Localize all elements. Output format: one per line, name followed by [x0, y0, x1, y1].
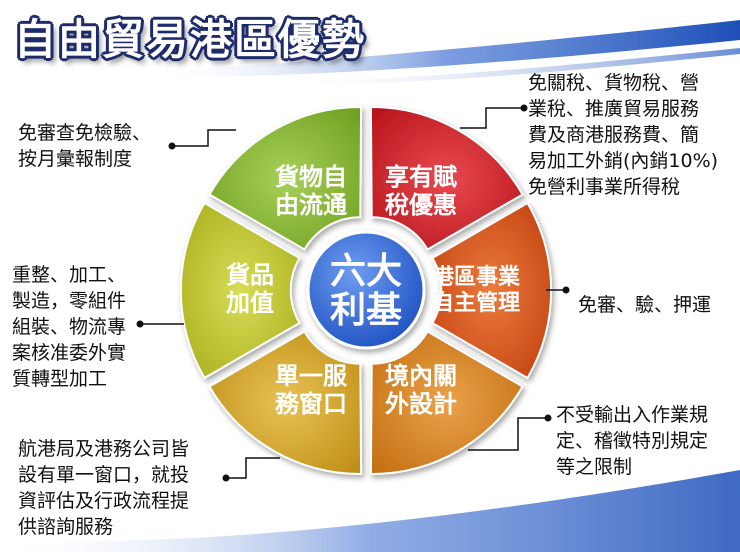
note-tax-line: 免營利事業所得稅	[528, 176, 681, 198]
connector-dot-tax	[520, 104, 528, 112]
segment-design-label-1: 境內關	[385, 362, 457, 390]
note-value-line: 組裝、物流專	[12, 316, 127, 338]
note-tax-line: 業稅、推廣貿易服務	[528, 98, 700, 120]
connector-dot-flow	[168, 142, 176, 150]
note-window-line: 資評估及行政流程提	[18, 490, 190, 512]
segment-window-label-1: 單一服	[275, 362, 348, 390]
center-label-1: 六大	[330, 251, 402, 292]
segment-window	[208, 330, 363, 476]
note-tax-line: 易加工外銷(內銷10%)	[528, 150, 719, 172]
note-mgmt: 免審、驗、押運	[578, 292, 711, 318]
note-value-line: 製造，零組件	[12, 290, 127, 312]
note-flow-line: 免審查免檢驗、	[18, 122, 152, 144]
connector-dot-window	[222, 474, 230, 482]
connector-dot-value	[136, 320, 144, 328]
note-tax-line: 費及商港服務費、簡	[528, 124, 700, 146]
note-flow: 免審查免檢驗、 按月彙報制度	[18, 120, 151, 172]
segment-tax-label-1: 享有賦	[385, 163, 457, 191]
segment-tax-label-2: 稅優惠	[385, 191, 457, 219]
connector-window	[226, 457, 280, 479]
note-tax: 免關稅、貨物稅、營 業稅、推廣貿易服務 費及商港服務費、簡 易加工外銷(內銷10…	[528, 70, 718, 200]
note-window-line: 供諮詢服務	[18, 516, 114, 538]
segment-tax	[369, 105, 524, 251]
connector-tax	[460, 107, 524, 129]
top-swoosh	[150, 20, 740, 78]
center-circle	[306, 230, 426, 350]
note-design-line: 不受輸出入作業規	[556, 404, 709, 426]
page-title: 自由貿易港區優勢	[14, 15, 367, 64]
segment-mgmt-label-1: 港區事業	[432, 264, 521, 290]
segment-value	[179, 201, 301, 380]
note-value: 重整、加工、 製造，零組件 組裝、物流專 案核准委外實 質轉型加工	[12, 262, 126, 392]
segment-design-label-2: 外設計	[385, 390, 457, 418]
note-design-line: 定、稽徵特別規定	[556, 430, 709, 452]
segment-design	[369, 330, 524, 476]
segment-window-label-2: 務窗口	[275, 390, 347, 418]
connector-design	[468, 417, 548, 451]
segment-mgmt	[431, 201, 553, 380]
segment-flow	[208, 105, 363, 251]
note-value-line: 質轉型加工	[12, 368, 108, 390]
connector-dot-design	[544, 414, 552, 422]
note-window: 航港局及港務公司皆 設有單一窗口，就投 資評估及行政流程提 供諮詢服務	[18, 436, 189, 540]
segment-flow-label-2: 由流通	[275, 191, 347, 219]
center-label-2: 利基	[330, 290, 402, 331]
segment-flow-label-1: 貨物自	[275, 163, 347, 191]
bottom-swoosh	[0, 470, 740, 552]
note-value-line: 重整、加工、	[12, 264, 127, 286]
segment-value-label-1: 貨品	[226, 261, 274, 289]
segment-mgmt-label-2: 自主管理	[432, 290, 520, 316]
note-mgmt-line: 免審、驗、押運	[578, 294, 712, 316]
note-value-line: 案核准委外實	[12, 342, 127, 364]
connector-flow	[172, 129, 236, 147]
note-window-line: 航港局及港務公司皆	[18, 438, 190, 460]
note-tax-line: 免關稅、貨物稅、營	[528, 72, 700, 94]
connector-dot-mgmt	[562, 286, 570, 294]
note-window-line: 設有單一窗口，就投	[18, 464, 190, 486]
note-design-line: 等之限制	[556, 456, 633, 478]
segment-value-label-2: 加值	[226, 289, 274, 317]
note-flow-line: 按月彙報制度	[18, 148, 133, 170]
note-design: 不受輸出入作業規 定、稽徵特別規定 等之限制	[556, 402, 708, 480]
